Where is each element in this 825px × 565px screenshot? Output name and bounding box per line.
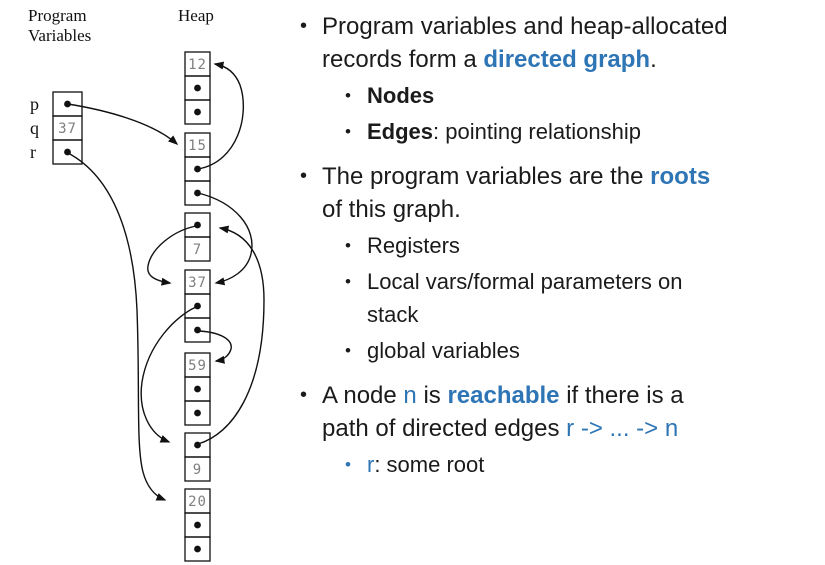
- heap-cell: [184, 317, 211, 343]
- pointer-dot: [194, 521, 201, 529]
- bullet-marker: •: [345, 455, 351, 474]
- pointer-arrow: [197, 61, 244, 170]
- bullet-marker: •: [300, 15, 308, 37]
- variable-label-p: p: [30, 94, 39, 114]
- cell-value: 7: [193, 242, 202, 258]
- diagram-svg: Program Variables Heap p 37 qr 12 15 7 37 59 9 20: [28, 6, 265, 562]
- bullet-item: • Edges: pointing relationship: [345, 115, 820, 148]
- bullet-marker: •: [345, 86, 351, 105]
- pointer-arrow: [197, 330, 232, 364]
- variable-label-q: q: [30, 118, 39, 138]
- heap-cell: [184, 456, 211, 482]
- bullet-marker: •: [300, 384, 308, 406]
- bullet-marker: •: [345, 272, 351, 291]
- cell-value: 59: [188, 358, 207, 374]
- heap-cell: [184, 400, 211, 426]
- pointer-arrow: [67, 152, 167, 501]
- pointer-dot: [194, 326, 201, 334]
- heap-cell: [184, 180, 211, 206]
- cell-value: 12: [188, 57, 207, 73]
- heap-cell: [184, 536, 211, 562]
- pointer-dot: [194, 545, 201, 553]
- program-variables-label-line1: Program: [28, 6, 87, 25]
- heap-label: Heap: [178, 6, 214, 25]
- pointer-arrow: [197, 192, 253, 286]
- program-variables-label-line2: Variables: [28, 26, 91, 45]
- cell-value: 20: [188, 494, 207, 510]
- pointer-arrow: [147, 225, 197, 286]
- bullet-marker: •: [345, 236, 351, 255]
- pointer-dot: [194, 302, 201, 310]
- pointer-dot: [194, 441, 201, 449]
- bullet-item: • global variables: [345, 334, 820, 367]
- cell-value: 15: [188, 138, 207, 154]
- pointer-dot: [194, 221, 201, 229]
- bullet-text: Nodes: [367, 83, 435, 108]
- pointer-arrow: [140, 306, 197, 443]
- bullet-text: Edges: pointing relationship: [367, 119, 641, 144]
- bullet-marker: •: [345, 341, 351, 360]
- pointer-dot: [194, 108, 201, 116]
- pointer-dot: [194, 84, 201, 92]
- bullet-text: Registers: [367, 233, 460, 258]
- pointer-dot: [64, 100, 71, 108]
- bullet-marker: •: [345, 122, 351, 141]
- cell-value: 37: [188, 275, 207, 291]
- cell-value: 9: [193, 462, 202, 478]
- bullet-text: global variables: [367, 338, 520, 363]
- pointer-dot: [194, 385, 201, 393]
- bullet-item: • Registers: [345, 229, 820, 262]
- pointer-arrow: [197, 225, 265, 445]
- pointer-dot: [194, 409, 201, 417]
- cell-value: 37: [58, 121, 77, 137]
- pointer-dot: [194, 165, 201, 173]
- variable-label-r: r: [30, 142, 36, 162]
- heap-cell: [184, 99, 211, 125]
- pointer-arrow: [67, 103, 179, 145]
- pointer-dot: [194, 189, 201, 197]
- bullet-item: • Nodes: [345, 79, 820, 112]
- variable-cell-r: [52, 139, 83, 165]
- heap-cell: [184, 236, 211, 262]
- bullet-marker: •: [300, 165, 308, 187]
- bullet-item: • r: some root: [345, 448, 820, 481]
- diagram-dynamic-layer: p 37 qr 12 15 7 37 59 9 20: [30, 51, 265, 562]
- bullet-text: r: some root: [367, 452, 485, 477]
